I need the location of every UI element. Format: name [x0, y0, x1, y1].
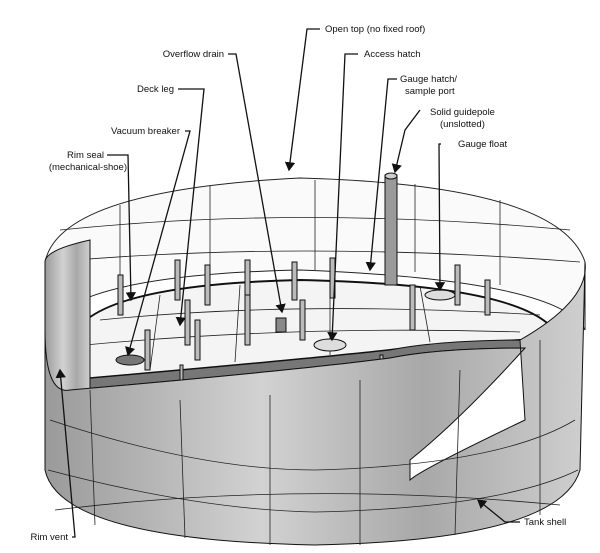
leader-lines — [55, 28, 520, 538]
label-deck-leg: Deck leg — [137, 84, 174, 95]
label-vacuum-breaker: Vacuum breaker — [111, 126, 180, 137]
label-guidepole: Solid guidepole — [430, 107, 495, 118]
label-gauge-hatch: Gauge hatch/ — [400, 74, 457, 85]
guidepole — [384, 174, 398, 286]
label-sample-port: sample port — [405, 86, 455, 97]
floating-deck — [69, 278, 562, 391]
access-hatch — [313, 338, 347, 352]
label-rim-seal-sub: (mechanical-shoe) — [49, 162, 127, 173]
label-tank-shell: Tank shell — [524, 517, 566, 528]
label-open-top: Open top (no fixed roof) — [325, 24, 425, 35]
overflow-drain — [275, 317, 287, 333]
gauge-float — [424, 289, 456, 301]
label-rim-seal: Rim seal — [67, 150, 104, 161]
label-gauge-float: Gauge float — [458, 139, 507, 150]
deck-legs — [117, 257, 491, 396]
label-guidepole-sub: (unslotted) — [440, 119, 485, 130]
vacuum-breaker — [115, 354, 145, 366]
label-access-hatch: Access hatch — [364, 49, 421, 60]
label-rim-vent: Rim vent — [31, 532, 69, 543]
tank-shell — [44, 239, 586, 546]
label-overflow-drain: Overflow drain — [163, 49, 224, 60]
